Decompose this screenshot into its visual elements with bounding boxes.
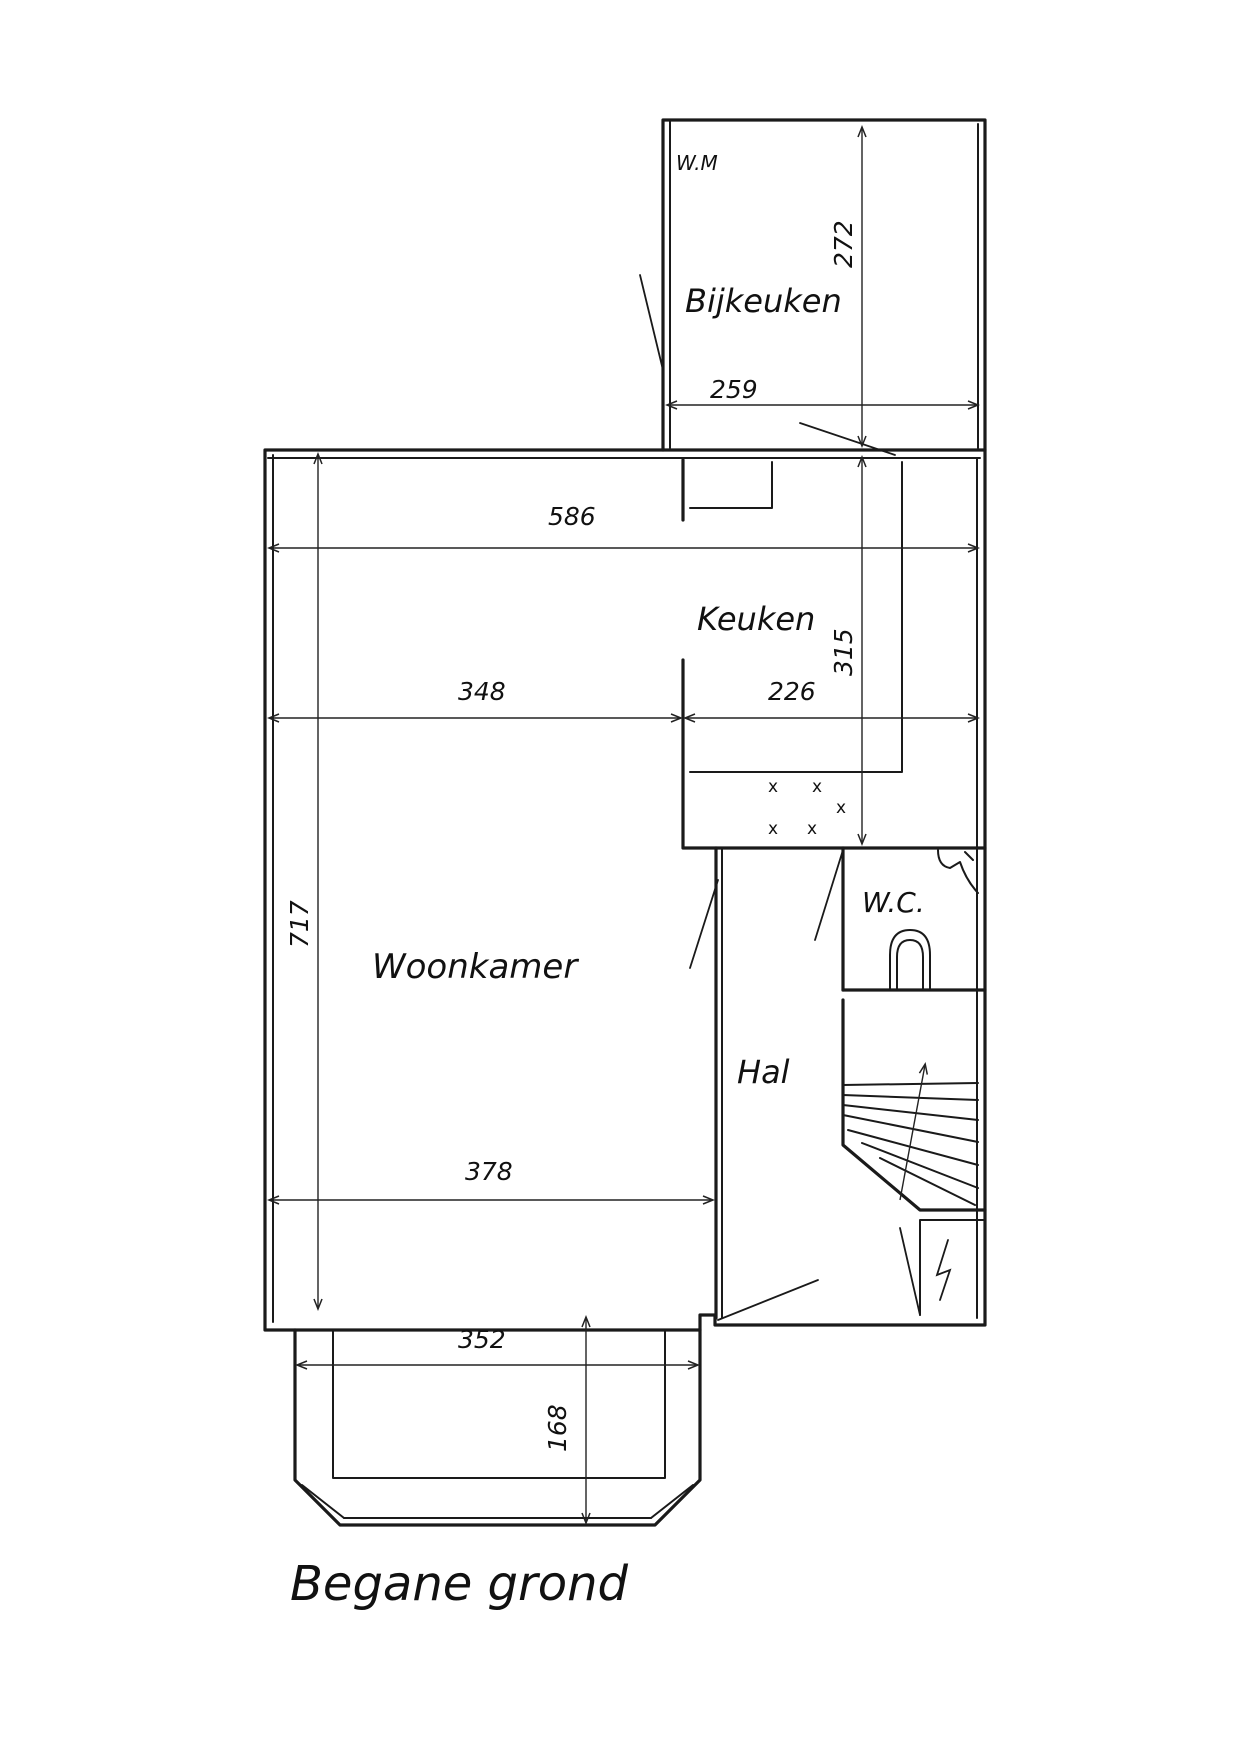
- toilet-icon: [889, 929, 931, 991]
- dim-label-315: 315: [829, 628, 858, 676]
- bay-window-glass: [301, 1484, 345, 1519]
- stove-marks: x x x x x: [768, 777, 846, 839]
- stove-mark: x: [836, 798, 846, 818]
- dim-label-586: 586: [548, 502, 596, 531]
- label-woonkamer: Woonkamer: [372, 947, 579, 987]
- label-wc: W.C.: [862, 886, 925, 919]
- bijkeuken-walls: [661, 118, 987, 452]
- label-bijkeuken: Bijkeuken: [685, 282, 842, 320]
- dim-label-259: 259: [710, 375, 758, 404]
- stove-mark: x: [812, 777, 822, 797]
- stove-mark: x: [807, 819, 817, 839]
- wc-sink-icon: [937, 849, 979, 894]
- staircase: [842, 1065, 979, 1206]
- meter-cupboard-door: [899, 1227, 921, 1316]
- bijkeuken-keuken-door: [799, 422, 896, 456]
- bijkeuken-outside-door: [639, 274, 664, 371]
- bay-window-outer: [293, 1328, 702, 1527]
- dim-label-272: 272: [829, 220, 858, 268]
- bay-window-glass-right: [650, 1484, 694, 1519]
- label-hal: Hal: [737, 1053, 790, 1091]
- dim-label-168: 168: [543, 1404, 572, 1452]
- dim-label-348: 348: [458, 677, 506, 706]
- stair-wall: [841, 998, 987, 1212]
- meter-cupboard: [919, 1219, 986, 1316]
- walls: [263, 118, 987, 1527]
- stove-mark: x: [768, 819, 778, 839]
- doors: [639, 274, 921, 1321]
- label-wm: W.M: [676, 151, 718, 175]
- bay-window-inner: [332, 1329, 666, 1479]
- front-door: [717, 1279, 819, 1321]
- page-title: Begane grond: [290, 1556, 629, 1612]
- wc-door: [814, 849, 844, 941]
- dim-label-717: 717: [285, 900, 314, 948]
- dim-label-378: 378: [465, 1157, 513, 1186]
- hal-woonkamer-door: [689, 879, 719, 969]
- dim-label-352: 352: [458, 1325, 506, 1354]
- keuken-partition: [681, 658, 987, 850]
- electrical-symbol-icon: [935, 1239, 952, 1301]
- label-keuken: Keuken: [697, 600, 815, 638]
- dim-label-226: 226: [768, 677, 816, 706]
- keuken-nook: [689, 461, 773, 509]
- kitchen-counter: [689, 461, 903, 773]
- stove-mark: x: [768, 777, 778, 797]
- dimension-lines: [270, 128, 977, 1522]
